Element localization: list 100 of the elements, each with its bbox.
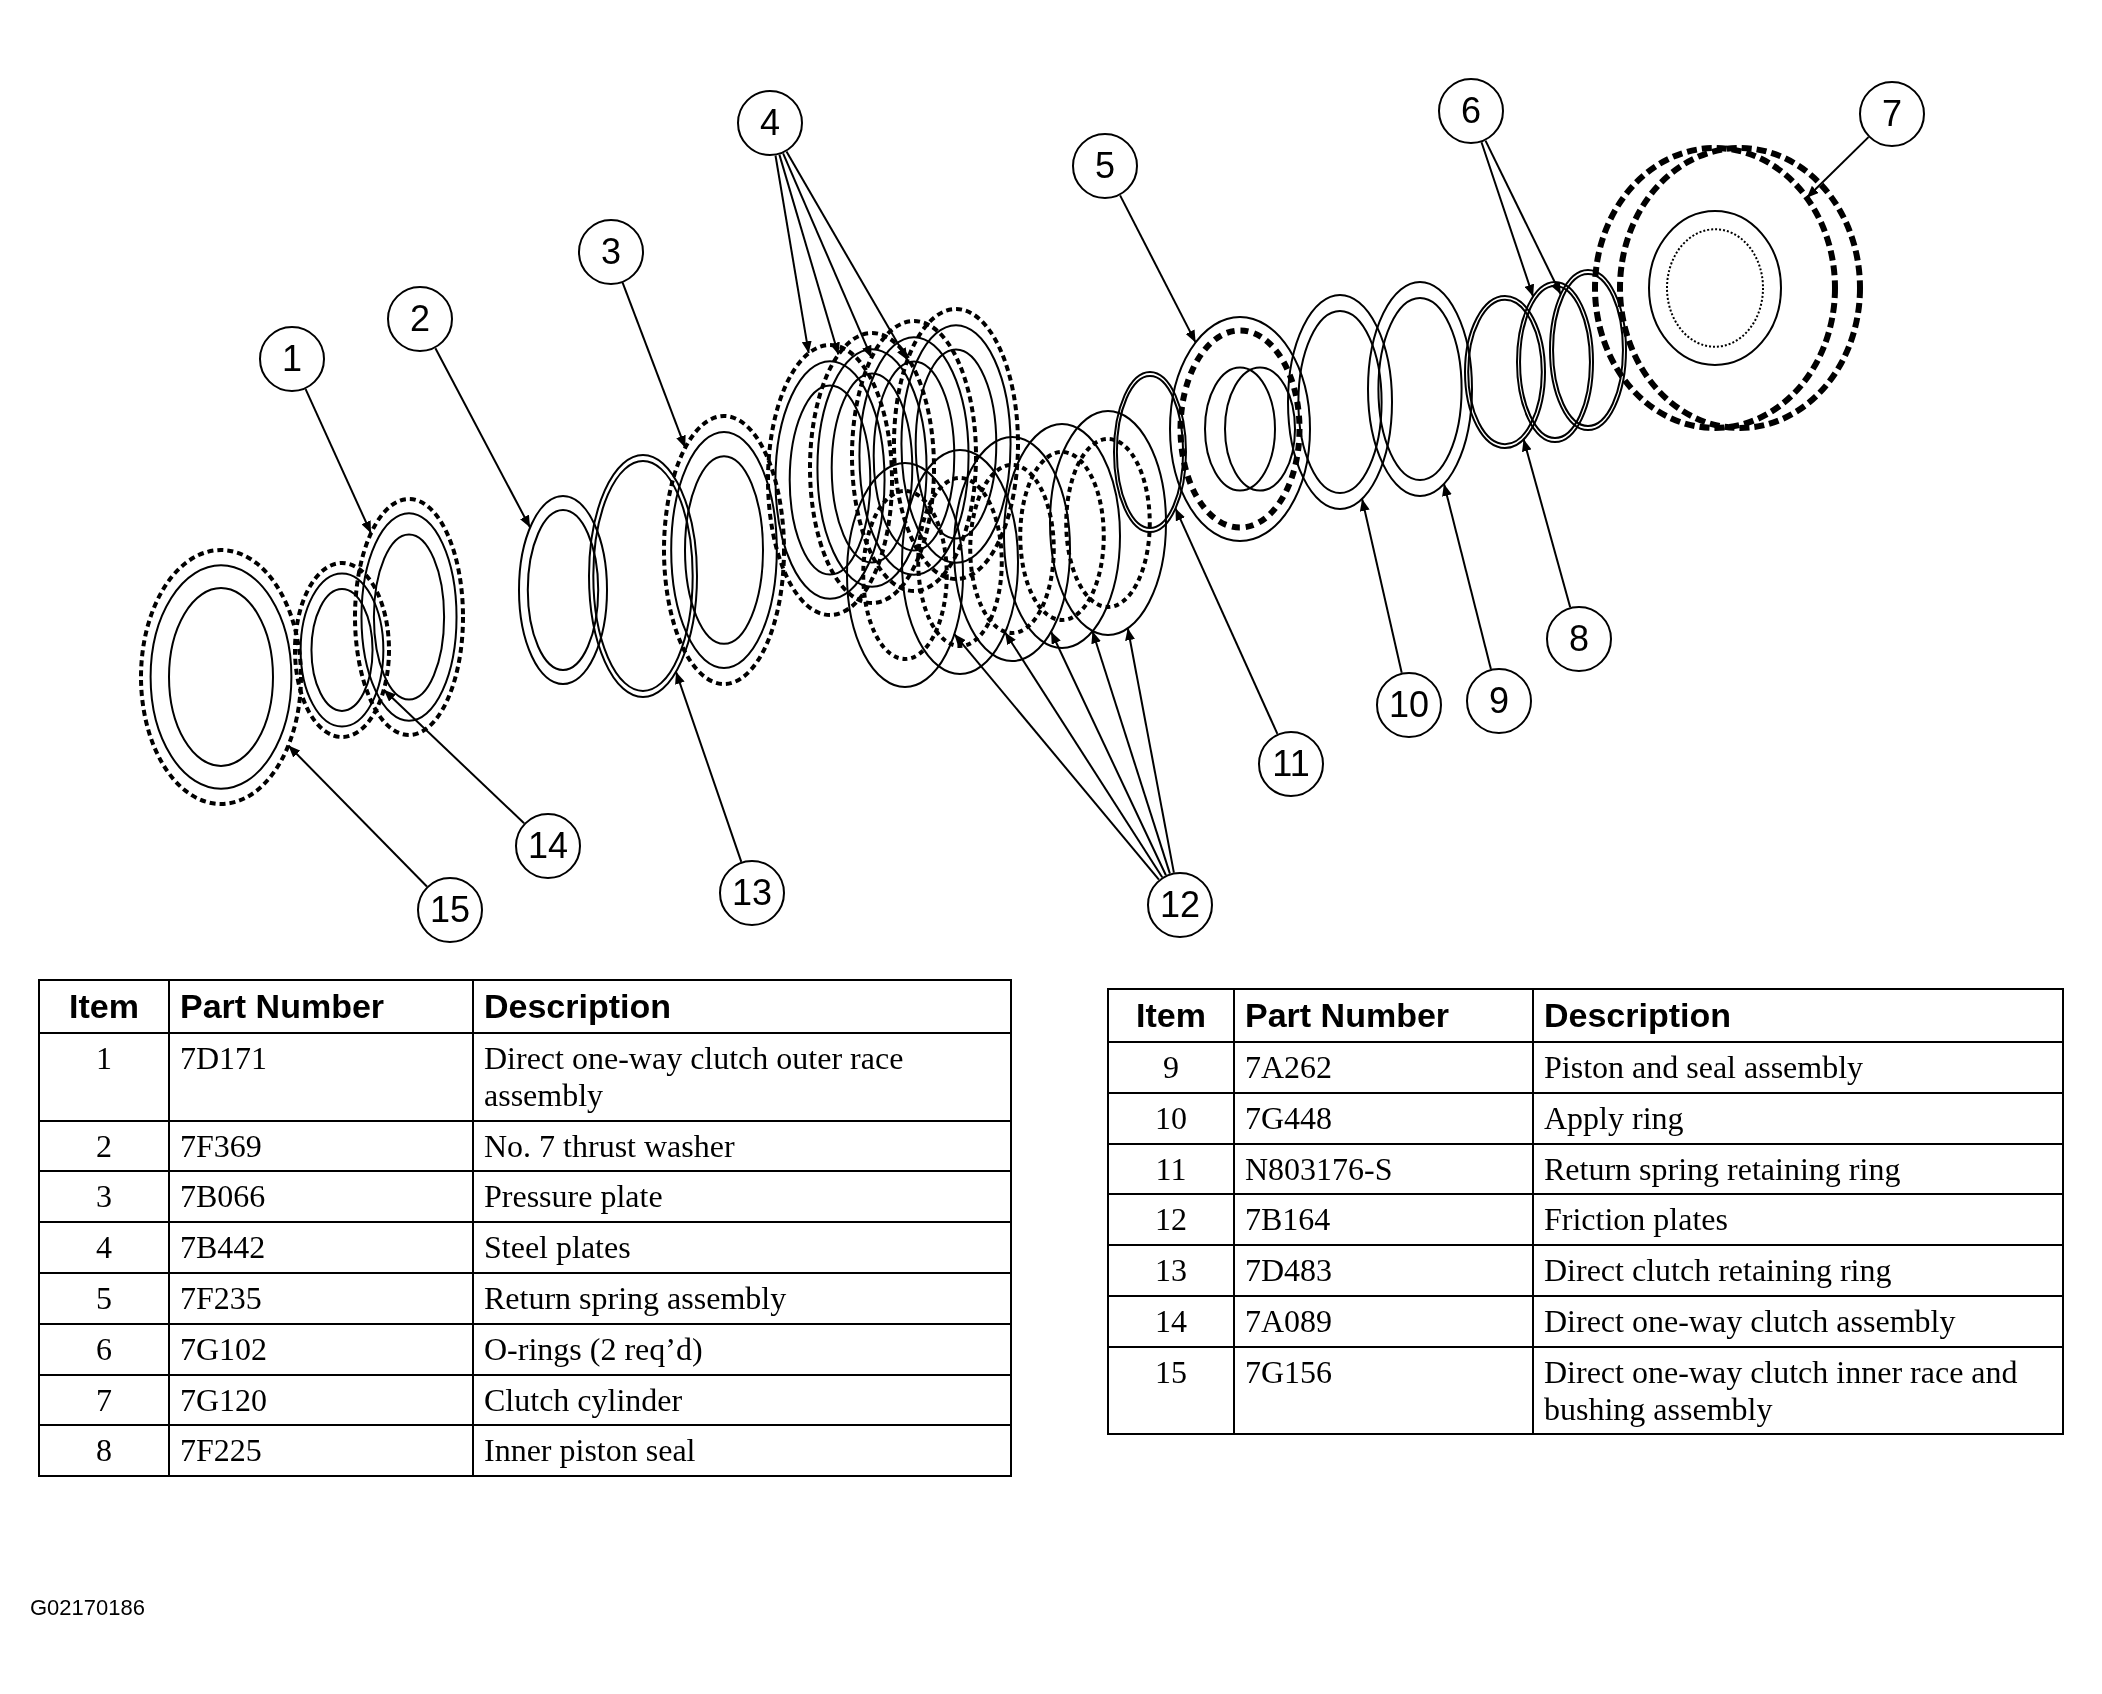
item-number: 13 [1108,1245,1234,1297]
leader-line [434,347,532,529]
clutch-cylinder-drawing [1592,145,1863,431]
column-header: Item [39,980,169,1034]
item-number: 5 [39,1273,169,1324]
leader-line [1484,139,1562,296]
part-description: Pressure plate [473,1171,1011,1223]
leader-line [1442,482,1492,670]
leader-line [1091,630,1171,875]
callout-number: 13 [719,860,785,926]
item-number: 2 [39,1120,169,1172]
callout-number: 4 [737,90,803,156]
leader-line [287,744,428,888]
item-number: 4 [39,1222,169,1274]
item-number: 14 [1108,1296,1234,1347]
part-number: 7G120 [169,1374,473,1426]
column-header: Description [1533,989,2063,1043]
part-description: Inner piston seal [473,1425,1011,1477]
seal-drawing [1464,295,1546,449]
apply-ring-drawing [1287,294,1393,510]
callout-number: 10 [1376,672,1442,738]
leader-line [785,150,909,362]
callout-number: 3 [578,219,644,285]
leader-line [774,154,812,355]
part-description: Direct one-way clutch outer race assembly [473,1033,1011,1121]
callout-number: 12 [1147,872,1213,938]
callout-number: 8 [1546,606,1612,672]
part-number: 7G156 [1234,1346,1533,1435]
callout-number: 7 [1859,81,1925,147]
callout-number: 15 [417,877,483,943]
part-number: 7F235 [169,1273,473,1324]
part-number: 7G448 [1234,1092,1533,1144]
part-description: Direct one-way clutch inner race and bushing assembly [1533,1346,2063,1435]
steel-plate-drawing [850,319,978,593]
leader-line [1119,194,1197,344]
friction-plate-drawing [1003,423,1121,649]
column-header: Part Number [1234,989,1533,1043]
part-description: Return spring assembly [473,1273,1011,1324]
friction-plate-drawing [1049,410,1167,636]
item-number: 11 [1108,1143,1234,1195]
part-number: N803176-S [1234,1143,1533,1195]
part-number: 7D171 [169,1033,473,1121]
part-description: O-rings (2 req’d) [473,1323,1011,1375]
piston-drawing [1367,281,1473,497]
leader-line [1125,627,1175,874]
callout-number: 11 [1258,731,1324,797]
leader-line [1004,631,1164,879]
part-number: 7G102 [169,1323,473,1375]
steel-plate-drawing [892,307,1020,581]
column-header: Item [1108,989,1234,1043]
leader-line [953,633,1160,881]
part-number: 7F225 [169,1425,473,1477]
leader-line [1805,136,1870,199]
part-description: Return spring retaining ring [1533,1143,2063,1195]
item-number: 10 [1108,1092,1234,1144]
part-number: 7A089 [1234,1296,1533,1347]
callout-number: 1 [259,326,325,392]
return-spring-drawing [1169,316,1311,542]
item-number: 12 [1108,1194,1234,1246]
friction-plate-drawing [901,449,1019,675]
item-number: 1 [39,1033,169,1121]
leader-line [1050,630,1167,877]
retaining-ring-drawing [588,454,698,698]
inner-race-drawing [139,548,303,806]
item-number: 15 [1108,1346,1234,1435]
part-description: Direct clutch retaining ring [1533,1245,2063,1297]
leader-line [1359,497,1403,674]
friction-plate-drawing [846,462,964,688]
part-description: Steel plates [473,1222,1011,1274]
leader-line [304,388,372,535]
part-description: Apply ring [1533,1092,2063,1144]
item-number: 9 [1108,1042,1234,1093]
o-ring-drawing [1549,269,1627,431]
part-number: 7A262 [1234,1042,1533,1093]
part-number: 7B442 [169,1222,473,1274]
leader-line [1480,141,1535,298]
steel-plate-drawing [766,343,894,617]
steel-plate-drawing [808,331,936,605]
part-number: 7B164 [1234,1194,1533,1246]
callout-number: 14 [515,813,581,879]
o-ring-drawing [1516,281,1594,443]
column-header: Part Number [169,980,473,1034]
callout-number: 2 [387,286,453,352]
column-header: Description [473,980,1011,1034]
part-description: Clutch cylinder [473,1374,1011,1426]
part-number: 7D483 [1234,1245,1533,1297]
one-way-clutch-drawing [293,561,391,739]
callout-number: 6 [1438,78,1504,144]
callout-number: 5 [1072,133,1138,199]
part-description: No. 7 thrust washer [473,1120,1011,1172]
part-description: Piston and seal assembly [1533,1042,2063,1093]
item-number: 6 [39,1323,169,1375]
part-description: Friction plates [1533,1194,2063,1246]
leader-line [1174,507,1279,735]
part-description: Direct one-way clutch assembly [1533,1296,2063,1347]
retaining-ring-drawing [1113,371,1187,533]
outer-race-drawing [353,497,465,737]
leader-line [782,152,873,359]
friction-plate-drawing [953,436,1071,662]
item-number: 8 [39,1425,169,1477]
